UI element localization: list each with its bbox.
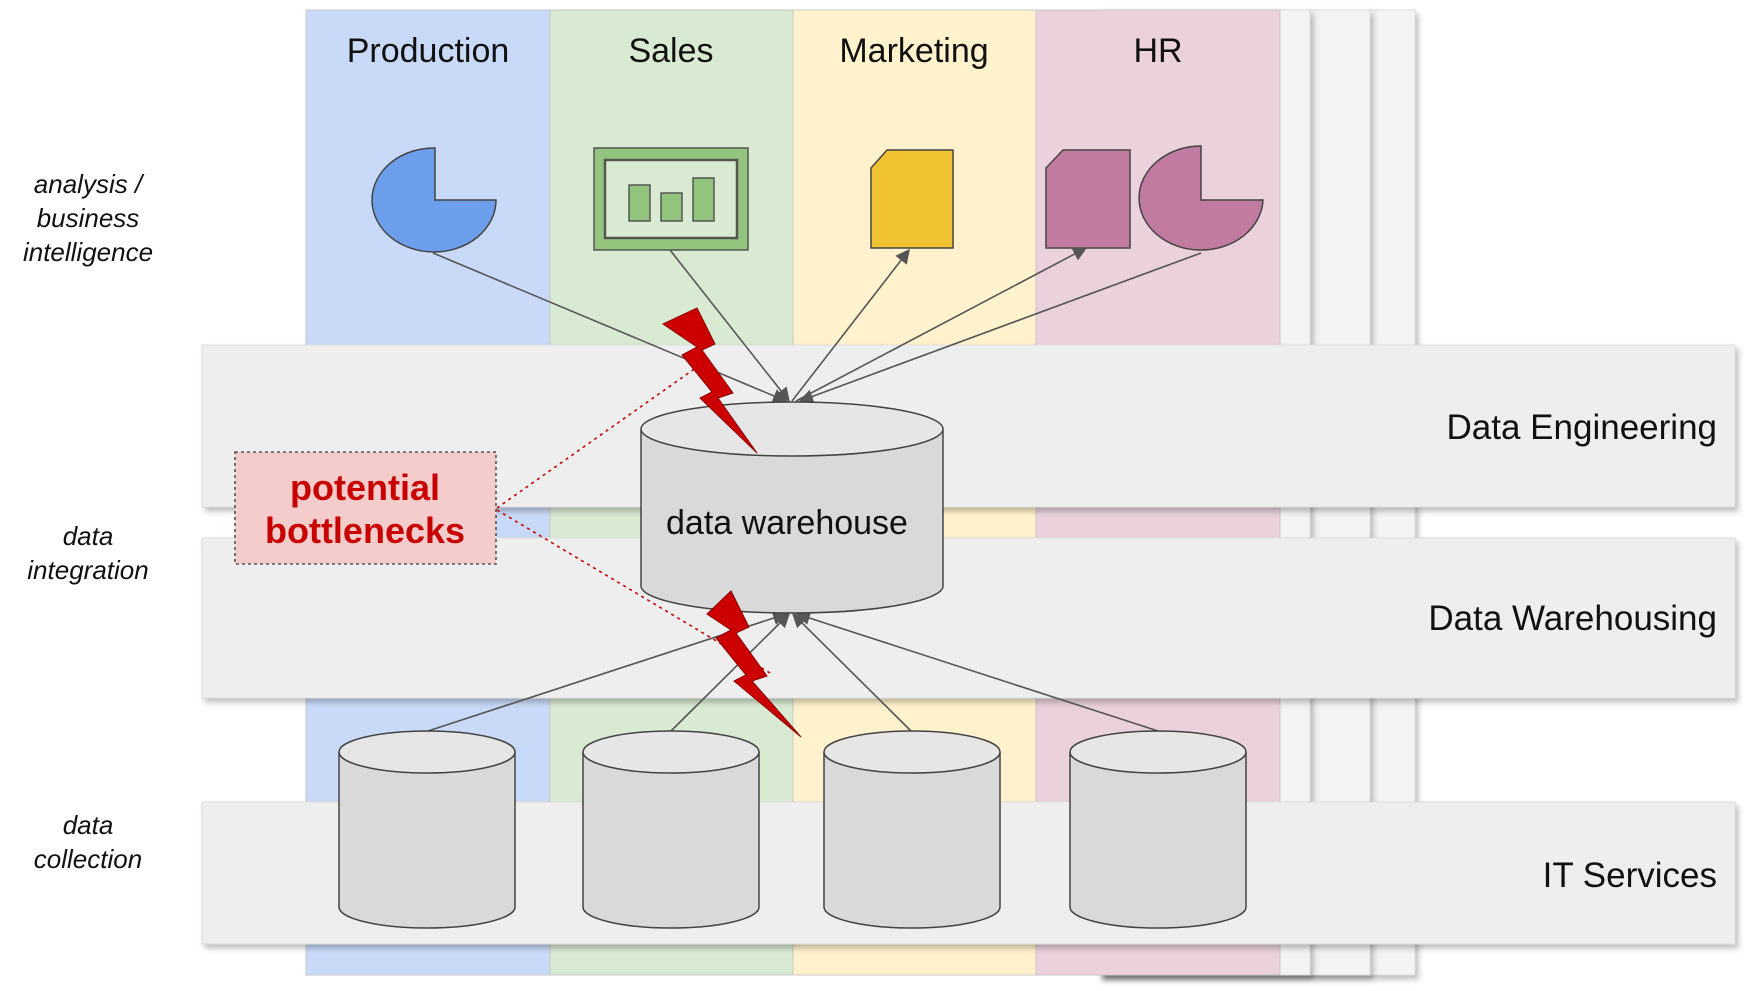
bottleneck-label-line-2: bottlenecks — [265, 510, 465, 551]
column-title-hr: HR — [1133, 32, 1182, 70]
database-cylinder-icon — [582, 730, 760, 929]
column-title-marketing: Marketing — [839, 32, 988, 70]
side-label-integration-line-1: data — [63, 521, 114, 551]
side-label-integration-line-2: integration — [27, 555, 148, 585]
warehouse-to-bi-connectors — [432, 247, 1202, 404]
side-label-collection-line-2: collection — [34, 844, 142, 874]
document-icon — [870, 149, 954, 249]
database-cylinder-icon — [1069, 730, 1247, 929]
sources-to-warehouse-connectors — [427, 611, 1159, 732]
band-label-data-warehousing: Data Warehousing — [1428, 599, 1717, 638]
bottleneck-label-line-1: potential — [290, 467, 440, 508]
band-data-warehousing — [201, 537, 1736, 699]
database-cylinder-icon — [338, 730, 516, 929]
bar-chart-dashboard-icon — [593, 147, 749, 251]
pie-chart-icon — [1138, 145, 1264, 251]
band-data-engineering — [201, 344, 1736, 508]
side-label-analysis-line-3: intelligence — [23, 237, 153, 267]
column-title-sales: Sales — [628, 32, 713, 70]
side-label-analysis-line-1: analysis / — [34, 169, 145, 199]
database-cylinder-icon — [823, 730, 1001, 929]
pie-chart-icon — [371, 147, 497, 253]
band-label-it-services: IT Services — [1543, 856, 1717, 895]
bottleneck-callout-box — [234, 451, 497, 565]
side-label-analysis-line-2: business — [37, 203, 140, 233]
side-label-collection-line-1: data — [63, 810, 114, 840]
data-warehouse-label: data warehouse — [666, 504, 908, 542]
data-warehouse-cylinder — [640, 401, 944, 614]
band-label-data-engineering: Data Engineering — [1447, 408, 1717, 447]
lightning-bolt-icon — [706, 590, 802, 738]
column-title-production: Production — [347, 32, 510, 70]
document-icon — [1045, 149, 1131, 249]
lightning-bolt-icon — [661, 307, 758, 454]
